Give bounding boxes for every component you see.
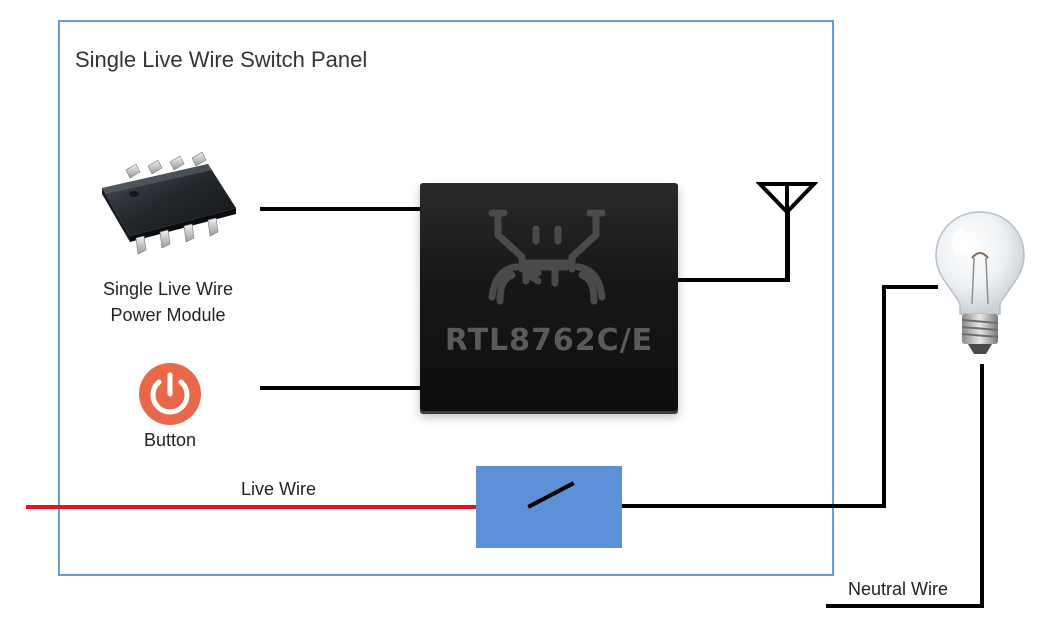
switch-panel-frame — [58, 20, 834, 576]
power-module-label-line1: Single Live Wire — [102, 279, 234, 299]
wire-chip-to-antenna-h — [678, 278, 790, 282]
power-module-label-line2: Power Module — [110, 305, 226, 325]
button-label: Button — [143, 430, 197, 450]
neutral-wire-v — [980, 364, 984, 608]
neutral-wire-label: Neutral Wire — [848, 579, 949, 599]
wire-module-to-chip — [260, 207, 422, 211]
power-button-icon — [139, 363, 201, 425]
switch-icon — [527, 481, 575, 509]
live-wire-label: Live Wire — [241, 479, 317, 499]
live-wire — [26, 505, 530, 509]
neutral-wire-h — [826, 604, 984, 608]
relay-switch-box — [476, 466, 622, 548]
wire-button-to-chip — [260, 386, 422, 390]
wire-to-lamp-h — [882, 285, 938, 289]
soc-chip-label: RTL8762C/E — [444, 323, 654, 358]
ic-chip-icon — [102, 151, 236, 255]
realtek-crab-logo — [488, 209, 606, 305]
antenna-icon — [756, 182, 818, 282]
wire-to-lamp-v — [882, 285, 886, 508]
light-bulb-icon — [935, 211, 1025, 354]
soc-chip: RTL8762C/E — [420, 183, 678, 411]
wire-switch-out — [572, 504, 886, 508]
panel-title: Single Live Wire Switch Panel — [75, 47, 368, 72]
